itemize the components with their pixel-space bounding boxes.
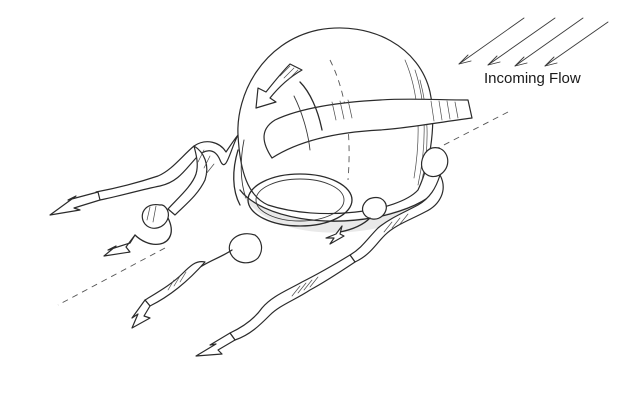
flow-arrow-icon — [545, 22, 608, 66]
incoming-flow-label: Incoming Flow — [484, 70, 581, 87]
ribbon-curl-left — [104, 205, 171, 256]
flow-arrow-icon — [459, 18, 524, 64]
ribbon-spiral-center — [132, 234, 262, 328]
flow-arrow-icon — [488, 18, 555, 65]
incoming-flow-arrows — [459, 18, 608, 66]
flow-arrow-icon — [515, 18, 583, 66]
ribbon-spiral-left-upper — [50, 135, 238, 215]
